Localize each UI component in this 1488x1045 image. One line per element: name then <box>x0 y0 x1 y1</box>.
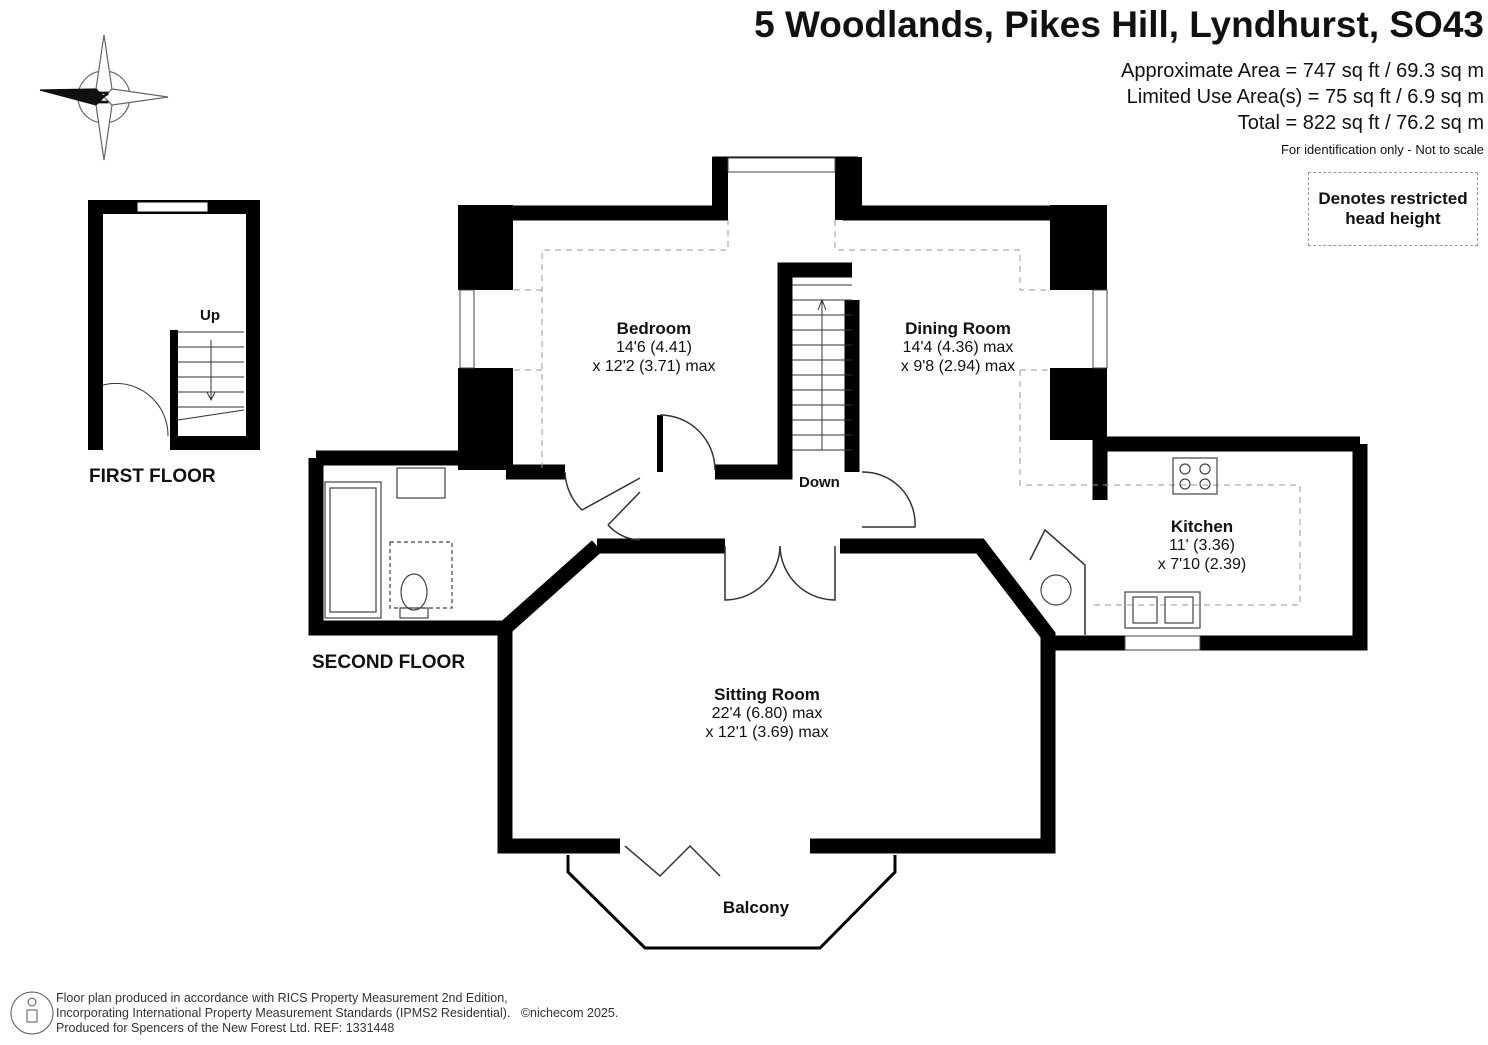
scale-note: For identification only - Not to scale <box>1280 142 1484 157</box>
compass-icon <box>39 34 169 161</box>
room-dim: x 12'1 (3.69) max <box>705 724 829 741</box>
approximate-area: Approximate Area = 747 sq ft / 69.3 sq m <box>1121 60 1484 82</box>
total-area: Total = 822 sq ft / 76.2 sq m <box>1237 112 1484 134</box>
room-dim: x 9'8 (2.94) max <box>900 358 1016 375</box>
footer-notes: Floor plan produced in accordance with R… <box>56 991 618 1036</box>
footer-line: Produced for Spencers of the New Forest … <box>56 1021 395 1035</box>
stairs-down-label: Down <box>799 474 840 491</box>
room-kitchen: Kitchen 11' (3.36) x 7'10 (2.39) <box>1158 517 1246 574</box>
room-dim: 14'6 (4.41) <box>615 339 692 356</box>
thick-walls <box>458 157 1107 470</box>
room-name: Dining Room <box>905 319 1011 338</box>
room-name: Kitchen <box>1170 517 1234 536</box>
restricted-height-legend: Denotes restricted head height <box>1308 172 1478 246</box>
first-floor-label: FIRST FLOOR <box>89 466 216 487</box>
footer-person-icon <box>10 991 54 1035</box>
stairs <box>792 284 852 451</box>
balcony-outline <box>566 855 897 950</box>
compass-north-label: N <box>89 90 112 105</box>
restricted-height-lines <box>513 220 1301 606</box>
room-bedroom: Bedroom 14'6 (4.41) x 12'2 (3.71) max <box>592 319 715 376</box>
room-dim: x 7'10 (2.39) <box>1157 556 1247 573</box>
room-dining-room: Dining Room 14'4 (4.36) max x 9'8 (2.94)… <box>901 319 1015 376</box>
second-floor-label: SECOND FLOOR <box>312 652 466 673</box>
first-floor-walls <box>88 200 260 450</box>
footer-line: Floor plan produced in accordance with R… <box>56 991 508 1005</box>
second-floor-walls <box>308 156 1368 854</box>
legend-line-1: Denotes restricted <box>1318 189 1468 208</box>
fixtures <box>324 457 1218 629</box>
room-dim: x 12'2 (3.71) max <box>592 358 716 375</box>
room-name: Balcony <box>722 898 790 917</box>
room-name: Bedroom <box>616 319 692 338</box>
doors <box>564 414 1086 878</box>
windows <box>459 157 1201 651</box>
stairs-up-label: Up <box>200 307 220 324</box>
room-name: Sitting Room <box>714 685 820 704</box>
room-sitting-room: Sitting Room 22'4 (6.80) max x 12'1 (3.6… <box>705 685 828 742</box>
limited-use-area: Limited Use Area(s) = 75 sq ft / 6.9 sq … <box>1126 86 1484 108</box>
property-address-title: 5 Woodlands, Pikes Hill, Lyndhurst, SO43 <box>754 4 1484 45</box>
room-dim: 22'4 (6.80) max <box>711 705 823 722</box>
room-dim: 11' (3.36) <box>1169 537 1235 554</box>
room-dim: 14'4 (4.36) max <box>902 339 1014 356</box>
room-balcony: Balcony <box>723 898 789 917</box>
first-floor-stairs <box>102 331 245 437</box>
footer-line: Incorporating International Property Mea… <box>56 1006 511 1020</box>
copyright: ©nichecom 2025. <box>520 1006 619 1020</box>
legend-line-2: head height <box>1345 209 1441 228</box>
